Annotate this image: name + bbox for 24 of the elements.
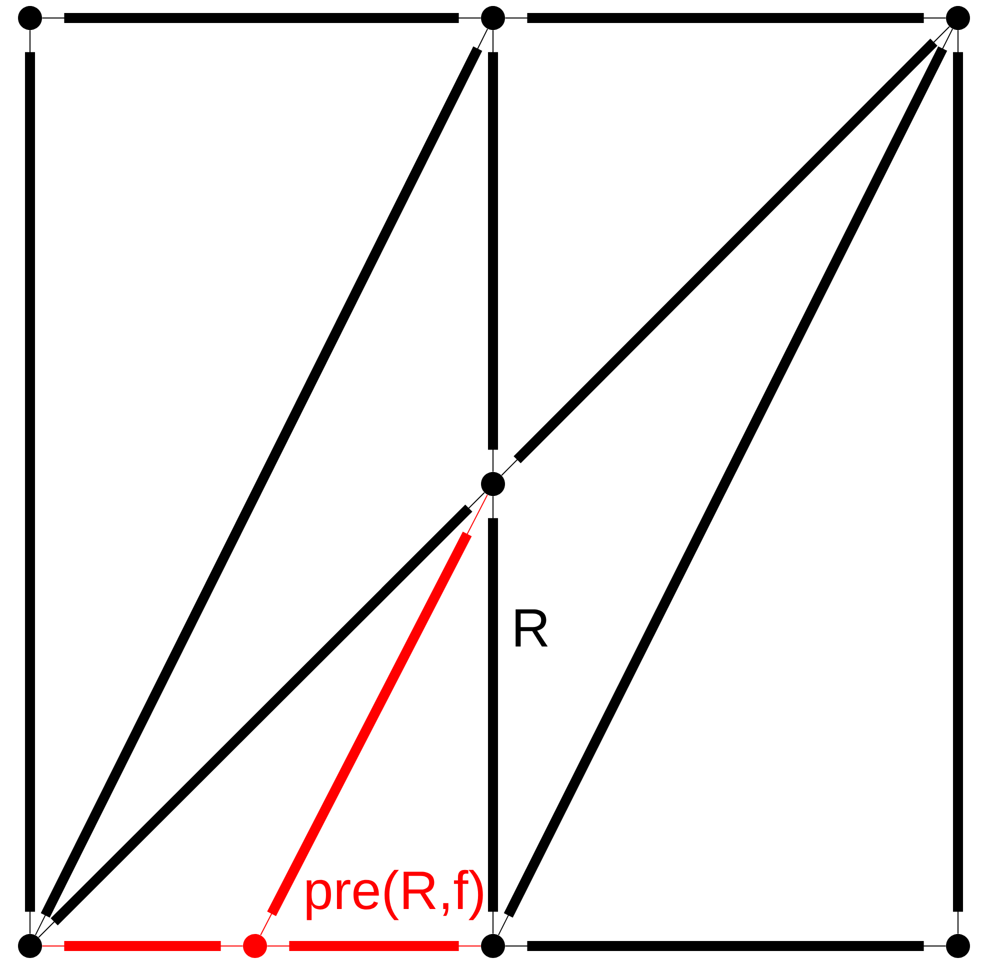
vertex-dot bbox=[18, 934, 42, 958]
edge-line bbox=[504, 12, 946, 23]
edge-line bbox=[38, 492, 485, 938]
edge-line bbox=[488, 496, 498, 934]
edge-line bbox=[260, 494, 488, 936]
edge-line bbox=[34, 28, 488, 936]
edge-line bbox=[488, 30, 498, 472]
edge-line bbox=[42, 12, 482, 23]
edge-line bbox=[501, 26, 950, 476]
vertex-dot bbox=[18, 6, 42, 30]
set-label: pre(R,f) bbox=[306, 870, 483, 920]
vertex-dot bbox=[946, 934, 970, 958]
vertex-dot bbox=[243, 934, 267, 958]
set-label: R bbox=[516, 609, 548, 647]
vertex-dot bbox=[946, 6, 970, 30]
edge-line bbox=[498, 28, 954, 936]
edge-line bbox=[25, 30, 35, 934]
edge-line bbox=[953, 30, 963, 934]
vertex-dot bbox=[481, 6, 505, 30]
edge-line bbox=[266, 940, 482, 951]
edge-line bbox=[42, 940, 244, 951]
vertex-dot bbox=[481, 472, 505, 496]
edge-line bbox=[504, 940, 946, 951]
vertex-dot bbox=[481, 934, 505, 958]
